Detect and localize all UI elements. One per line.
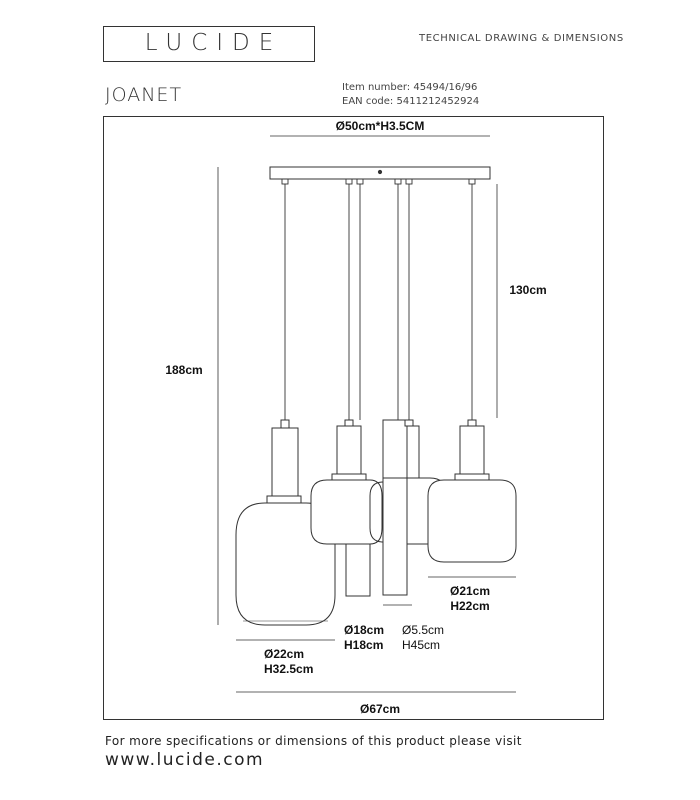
drawing-frame [103,116,604,720]
small-lamp-diameter-label: Ø21cm [450,584,490,598]
cables [284,184,473,420]
canopy [269,166,491,180]
overall-width-label: Ø67cm [360,702,400,716]
pendant-lamp-tube [382,419,408,596]
canopy-dimension-label: Ø50cm*H3.5CM [336,119,425,133]
tube-lamp-height-label: H45cm [402,638,440,652]
pendant-lamp-medium-2 [369,419,447,545]
large-lamp-diameter-label: Ø22cm [264,647,304,661]
tube-lamp-diameter-label: Ø5.5cm [402,623,444,637]
item-number: Item number: 45494/16/96 [342,82,478,93]
ean-code: EAN code: 5411212452924 [342,96,480,107]
pendant-lamp-large [235,419,336,626]
medium-lamp-diameter-label: Ø18cm [344,623,384,637]
large-lamp-height-label: H32.5cm [264,662,313,676]
brand-logo: LUCIDE [103,26,315,62]
logo-text: LUCIDE [144,30,283,56]
cable-length-label: 130cm [509,283,546,297]
cable-connectors [281,178,476,185]
footer-url-link[interactable]: www.lucide.com [105,750,265,770]
footer-text: For more specifications or dimensions of… [105,734,522,748]
total-height-label: 188cm [165,363,202,377]
product-name: JOANET [105,84,183,106]
medium-lamp-height-label: H18cm [344,638,383,652]
pendant-lamp-small [427,419,517,563]
pendant-lamp-medium [310,419,383,597]
small-lamp-height-label: H22cm [450,599,489,613]
header-title: TECHNICAL DRAWING & DIMENSIONS [419,33,624,44]
